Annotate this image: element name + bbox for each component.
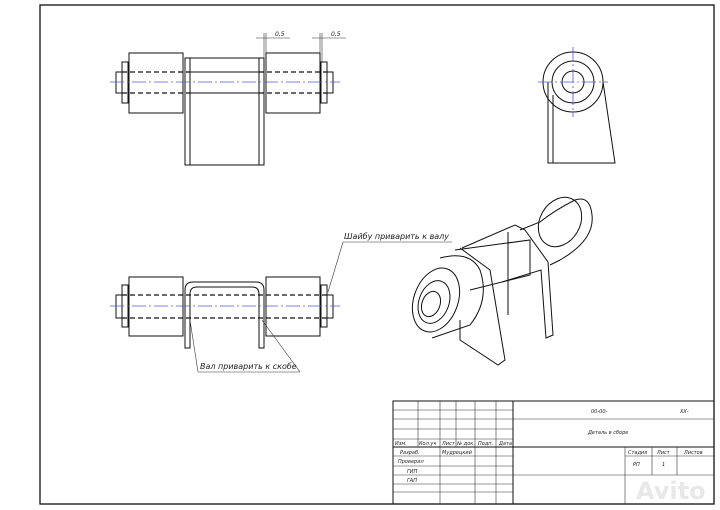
- header-doc: № док.: [456, 441, 475, 447]
- dimension-label: 0,5: [275, 31, 285, 38]
- header-sign: Подп.: [478, 441, 493, 447]
- role-checker: Проверил: [398, 459, 424, 465]
- sheet-frame: [39, 4, 715, 505]
- isometric-view: [411, 196, 593, 366]
- header-izm: Изм.: [395, 441, 407, 447]
- right-shaft-end: [326, 71, 334, 94]
- front-view: 0,5 0,5: [110, 31, 346, 166]
- right-washer: [320, 61, 328, 104]
- sheets-header: Листов: [683, 450, 703, 456]
- stage-value: РП: [633, 462, 640, 468]
- plan-view: Шайбу приварить к валу Вал приварить к с…: [110, 232, 452, 373]
- dimension-label: 0,5: [331, 31, 341, 38]
- drawing-title: Деталь в сборе: [587, 430, 628, 436]
- bracket: [184, 57, 265, 166]
- shaft-weld-note: Вал приварить к скобе: [200, 362, 297, 371]
- role-gip: ГИП: [407, 469, 418, 475]
- role-gap: ГАП: [407, 478, 417, 484]
- developer-name: Мудрецкий: [442, 450, 473, 456]
- roller-end: [411, 267, 461, 333]
- role-developer: Разраб.: [400, 450, 420, 456]
- document-code: 00-00-: [591, 409, 608, 415]
- document-code-suffix: ХХ-: [679, 409, 689, 415]
- sheet-header: Лист: [656, 450, 671, 456]
- title-block: Изм. Кол.уч Лист № док. Подп. Дата Разра…: [392, 400, 715, 505]
- side-view: [538, 47, 616, 164]
- sheet-value: 1: [662, 462, 665, 468]
- left-washer: [121, 61, 129, 104]
- right-roller: [265, 52, 321, 114]
- stage-header: Стадия: [628, 450, 647, 456]
- side-bracket: [547, 81, 616, 164]
- left-shaft-end: [115, 71, 123, 94]
- header-date: Дата: [498, 441, 512, 447]
- header-kol: Кол.уч: [419, 441, 436, 447]
- u-bracket: [184, 281, 265, 349]
- washer-weld-note: Шайбу приварить к валу: [344, 232, 449, 241]
- header-list: Лист: [441, 441, 456, 447]
- left-roller: [128, 52, 184, 114]
- avito-watermark: Avito: [636, 477, 706, 505]
